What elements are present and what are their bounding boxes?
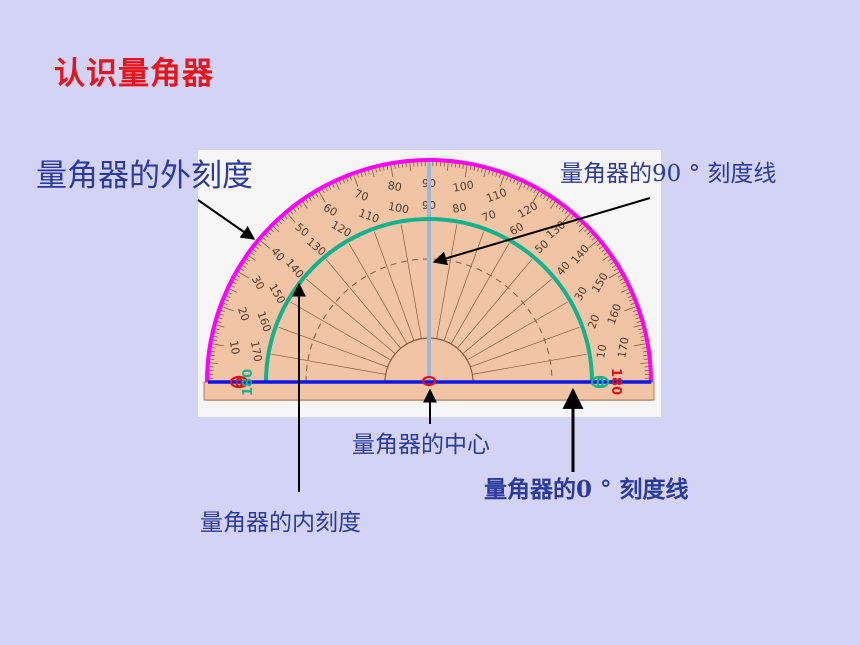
angle-spoke [472, 353, 587, 375]
scale-tick [624, 305, 638, 312]
angle-spoke [271, 353, 386, 375]
angle-spoke [466, 301, 568, 361]
dashed-arc [305, 258, 553, 383]
outer-scale-number: 20 [235, 305, 252, 323]
outer-scale-number: 80 [387, 179, 403, 194]
outer-scale-number: 30 [249, 273, 267, 292]
inner-zero-text: 0 [596, 376, 604, 390]
angle-spoke [457, 259, 533, 349]
scale-tick [562, 211, 573, 223]
inner-scale-number: 60 [507, 220, 526, 238]
inner-scale-number: 100 [387, 200, 410, 216]
slide-title: 认识量角器 [54, 56, 214, 92]
angle-spoke [462, 278, 552, 354]
outer-scale-number: 170 [615, 336, 631, 359]
outer-scale-arrow [197, 199, 256, 240]
outer-zero-text: 0 [235, 376, 243, 390]
outer-scale-label: 量角器的外刻度 [36, 158, 253, 194]
angle-spoke [373, 231, 415, 341]
outer-scale-number: 70 [353, 187, 371, 204]
outer-zero-mark [229, 375, 249, 389]
scale-tick [220, 305, 234, 312]
scale-tick [464, 163, 468, 178]
angle-spoke [306, 278, 396, 354]
angle-spoke [470, 326, 580, 368]
outer-180-text: 180 [608, 368, 623, 395]
inner-scale-number: 70 [480, 208, 498, 225]
scale-tick [608, 270, 622, 279]
angle-spoke [436, 224, 458, 339]
inner-scale-number: 10 [594, 343, 609, 359]
center-label: 量角器的中心 [352, 432, 490, 458]
scale-tick [258, 238, 270, 249]
inner-scale-number: 30 [572, 284, 590, 303]
inner-scale-arc [264, 217, 594, 383]
scale-tick [390, 163, 394, 178]
inner-scale-number: 80 [451, 201, 467, 216]
inner-180-text: 180 [241, 369, 256, 396]
outer-scale-number: 10 [227, 340, 242, 356]
center-mark [421, 375, 437, 387]
angle-spoke [348, 243, 408, 345]
angle-spoke [450, 243, 510, 345]
scale-tick [633, 343, 648, 347]
inner-scale-number: 20 [585, 313, 602, 331]
outer-scale-arc [205, 158, 653, 383]
outer-scale-numbers: 1020304050607080901001101201301401501601… [227, 177, 632, 359]
angle-spoke [278, 326, 388, 368]
ninety-line-label: 量角器的90 ° 刻度线 [560, 161, 777, 187]
scale-tick [210, 343, 225, 347]
scale-tick [285, 211, 296, 223]
angle-spoke [290, 301, 392, 361]
scale-tick [588, 238, 600, 249]
scale-tick [499, 173, 506, 187]
scale-tick [532, 189, 541, 203]
inner-scale-number: 170 [248, 340, 264, 363]
angle-spoke [325, 259, 401, 349]
inner-scale-label: 量角器的内刻度 [200, 510, 361, 536]
inner-zero-mark [590, 375, 610, 389]
zero-line-label: 量角器的0 ° 刻度线 [484, 476, 689, 503]
scale-tick [352, 173, 359, 187]
outer-scale-number: 100 [452, 178, 475, 194]
scale-tick [236, 270, 250, 279]
angle-spoke [400, 224, 422, 339]
scale-tick [317, 189, 326, 203]
outer-scale-number: 60 [321, 201, 340, 219]
ninety-line-arrow [432, 197, 651, 266]
protractor: 1020304050607080901001101201301401501601… [203, 158, 655, 401]
